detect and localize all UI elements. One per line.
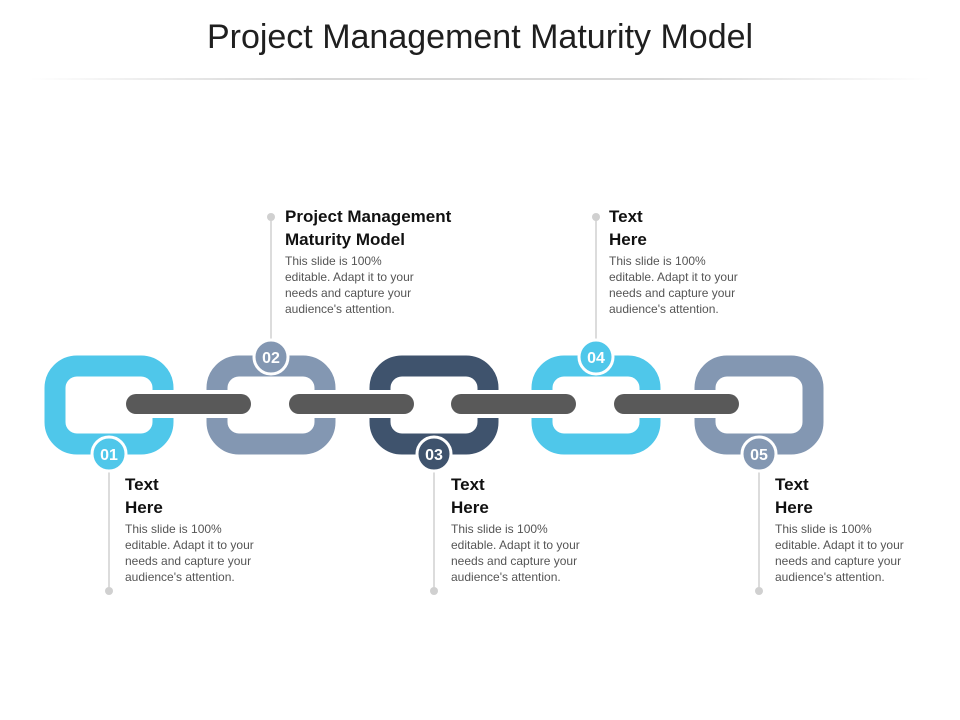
badge-05-circle (740, 435, 778, 473)
badge-04-number: 04 (587, 350, 605, 367)
leader-dot-01 (105, 587, 113, 595)
badge-03-circle (415, 435, 453, 473)
badge-03-number: 03 (425, 447, 443, 464)
badge-01-number: 01 (100, 447, 118, 464)
step-04-description: This slide is 100% editable. Adapt it to… (609, 254, 738, 316)
badge-02: 02 (252, 338, 290, 376)
leader-dot-03 (430, 587, 438, 595)
badge-04-circle (577, 338, 615, 376)
badge-02-number: 02 (262, 350, 280, 367)
connectors (122, 390, 743, 418)
badge-05: 05 (740, 435, 778, 473)
badge-02-circle (252, 338, 290, 376)
leader-dot-05 (755, 587, 763, 595)
step-02-description: This slide is 100% editable. Adapt it to… (285, 254, 414, 316)
connector-3-bar (451, 394, 576, 414)
connector-4-bar (614, 394, 739, 414)
step-01-description: This slide is 100% editable. Adapt it to… (125, 522, 254, 584)
connector-2-bar (289, 394, 414, 414)
step-03-heading: Text Here (451, 475, 489, 517)
step-02-heading: Project Management Maturity Model (285, 207, 452, 249)
step-04-heading: Text Here (609, 207, 647, 249)
step-01-heading: Text Here (125, 475, 163, 517)
badge-05-number: 05 (750, 447, 768, 464)
badge-01-circle (90, 435, 128, 473)
title-divider (30, 78, 930, 80)
connector-1-bar (126, 394, 251, 414)
badge-01: 01 (90, 435, 128, 473)
step-05-description: This slide is 100% editable. Adapt it to… (775, 522, 904, 584)
page-title: Project Management Maturity Model (206, 18, 754, 56)
leader-dot-02 (267, 213, 275, 221)
step-03-description: This slide is 100% editable. Adapt it to… (451, 522, 580, 584)
badge-04: 04 (577, 338, 615, 376)
leader-lines (108, 218, 760, 590)
leader-dot-04 (592, 213, 600, 221)
leader-dots (105, 213, 763, 595)
badge-03: 03 (415, 435, 453, 473)
step-05-heading: Text Here (775, 475, 813, 517)
